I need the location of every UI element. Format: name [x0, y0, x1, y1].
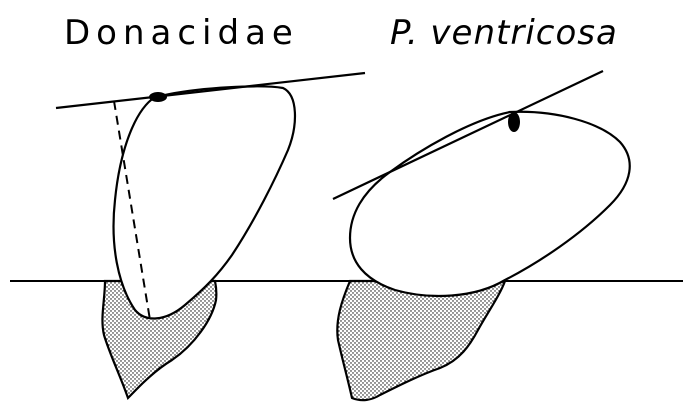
donacidae-shell	[114, 86, 295, 318]
donacidae-shell-group	[56, 73, 365, 398]
p-ventricosa-foot	[337, 281, 505, 400]
donacidae-umbo	[149, 92, 167, 102]
p-ventricosa-shell	[350, 112, 630, 296]
p-ventricosa-umbo	[508, 112, 520, 132]
p-ventricosa-shell-group	[333, 71, 630, 400]
